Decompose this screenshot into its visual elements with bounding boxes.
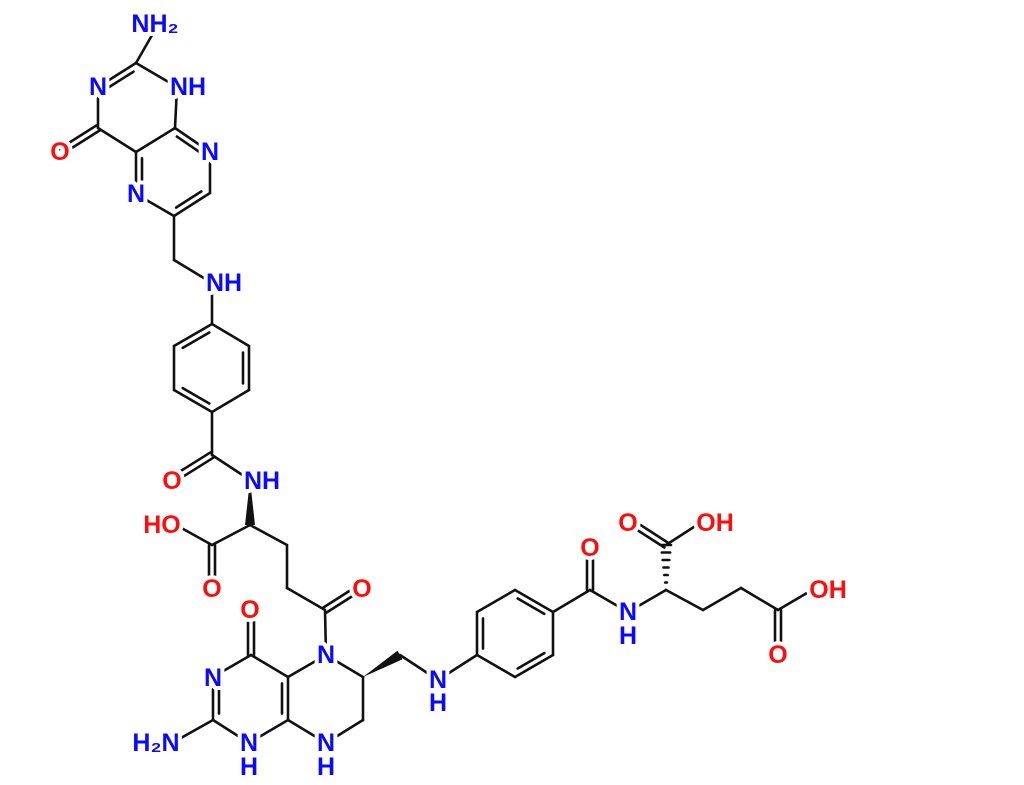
atom-label-o: O <box>240 596 259 624</box>
atom-label-o: O <box>50 138 69 166</box>
atom-label-n: N <box>317 641 335 669</box>
bond <box>170 718 215 745</box>
atom-labels: NH₂ N NH O N N NH O NH HO O O O N N H₂N … <box>46 6 850 785</box>
atom-label-n: N <box>204 664 222 692</box>
bond <box>248 523 289 547</box>
bond <box>475 653 517 679</box>
bond <box>324 653 365 679</box>
atom-label-h2n: H₂N <box>132 729 179 757</box>
bond <box>776 588 814 612</box>
atom-label-nh: NH <box>244 467 280 495</box>
bond <box>739 586 780 612</box>
bond <box>322 585 358 609</box>
atom-label-o: O <box>580 534 599 562</box>
atom-label-ho: HO <box>143 511 181 539</box>
bonds <box>57 28 814 745</box>
bond <box>172 388 214 414</box>
atom-label-o: O <box>202 575 221 603</box>
atom-label-n: N <box>127 180 145 208</box>
atom-label-h: H <box>317 753 335 781</box>
atom-label-h: H <box>619 622 637 650</box>
bond <box>134 28 157 65</box>
bond <box>211 718 251 745</box>
bond <box>172 258 214 285</box>
bond <box>323 608 328 657</box>
bond <box>175 135 203 155</box>
bond <box>398 653 440 682</box>
bond <box>324 718 365 745</box>
bond <box>134 61 179 89</box>
bond <box>210 453 252 482</box>
atom-label-n: N <box>89 73 107 101</box>
bond <box>664 521 702 547</box>
atom-label-nh2: NH₂ <box>131 10 178 38</box>
bond <box>134 192 176 218</box>
atom-label-n: N <box>317 729 335 757</box>
bond <box>181 386 211 405</box>
atom-label-nh: NH <box>170 73 206 101</box>
bond <box>551 588 592 614</box>
bond <box>325 590 361 614</box>
atom-label-o: O <box>618 509 637 537</box>
bond <box>632 519 669 544</box>
bond <box>134 126 177 154</box>
atom-label-n: N <box>619 598 637 626</box>
atom-label-h: H <box>240 753 258 781</box>
bond <box>172 322 214 348</box>
wedge-bond <box>245 480 255 525</box>
bond <box>516 597 546 616</box>
atom-label-h: H <box>429 689 447 717</box>
bond <box>210 322 251 348</box>
bond <box>629 524 666 549</box>
bond <box>286 718 328 745</box>
bond <box>210 388 251 414</box>
bond <box>436 653 479 682</box>
bond <box>174 190 203 209</box>
bond <box>664 588 705 612</box>
atom-label-o: O <box>768 641 787 669</box>
atom-label-oh: OH <box>809 576 847 604</box>
atom-label-oh: OH <box>696 509 734 537</box>
atom-label-n: N <box>240 729 258 757</box>
bond <box>513 653 555 679</box>
bond <box>475 588 517 614</box>
bond <box>626 588 668 614</box>
bond <box>105 70 135 90</box>
bond <box>249 653 290 679</box>
bond <box>181 331 211 350</box>
bond <box>57 124 98 151</box>
bond <box>701 586 743 612</box>
bond <box>172 191 212 218</box>
bond <box>286 653 328 679</box>
bond <box>173 85 179 130</box>
bond <box>169 451 212 479</box>
bond <box>285 586 327 612</box>
atom-label-o: O <box>162 467 181 495</box>
bond <box>60 129 101 156</box>
atom-label-nh: NH <box>206 269 242 297</box>
bond <box>173 126 212 154</box>
atom-label-o: O <box>352 575 371 603</box>
atom-label-n: N <box>201 138 219 166</box>
bond <box>96 126 138 154</box>
wedge-bond <box>363 650 403 677</box>
bond <box>211 653 253 679</box>
bond <box>172 456 215 484</box>
bond <box>513 588 555 614</box>
atom-label-n: N <box>429 666 447 694</box>
bond <box>174 523 214 547</box>
bond <box>96 61 138 89</box>
bond <box>588 588 630 614</box>
bond <box>210 523 252 547</box>
bond <box>247 718 290 745</box>
bond <box>516 651 546 670</box>
